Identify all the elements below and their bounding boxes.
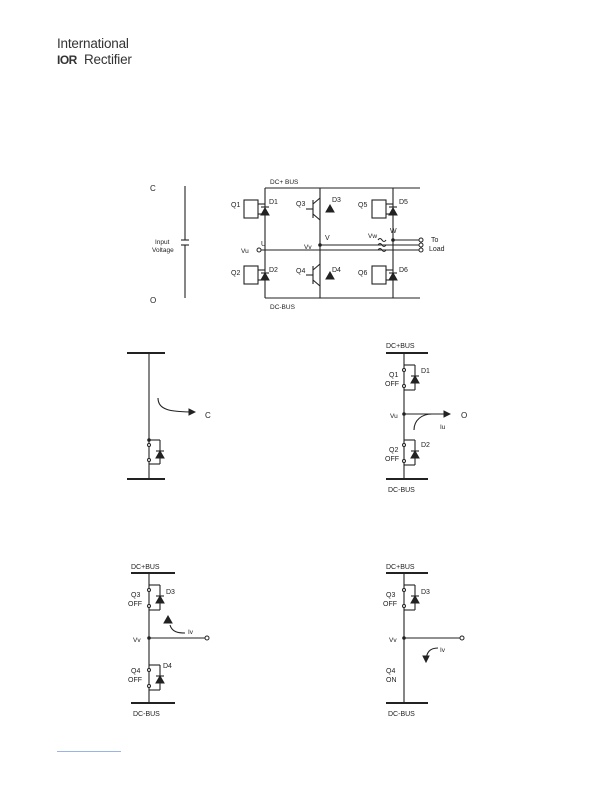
panel-d-q4: Q4: [386, 668, 395, 675]
panel-d-vv: Vv: [389, 637, 397, 644]
d2-label: D2: [269, 267, 278, 274]
panel-b-q1: Q1: [389, 372, 398, 379]
panel-b-iu: Iu: [440, 424, 446, 431]
q6-label: Q6: [358, 270, 367, 277]
switch-q5: [371, 199, 398, 219]
panel-c-iv: Iv: [188, 629, 194, 636]
pos-terminal-label: C: [150, 184, 156, 193]
v-label: V: [325, 235, 330, 242]
panel-b-dc-plus: DC+BUS: [386, 343, 415, 350]
panel-b-dc-minus: DC-BUS: [388, 487, 415, 494]
panel-a-out-label: C: [205, 411, 211, 420]
d5-label: D5: [399, 199, 408, 206]
panel-c-dc-minus: DC-BUS: [133, 711, 160, 718]
d4-label: D4: [332, 267, 341, 274]
panel-b-figure: DC+BUS DC-BUS Q1 OFF D1 Q2 OFF D2 Vu Iu …: [385, 343, 467, 494]
panel-c-q4: Q4: [131, 668, 140, 675]
input-capacitor: [181, 186, 189, 298]
u-label: U: [261, 241, 266, 248]
d3-label: D3: [332, 197, 341, 204]
w-label: W: [390, 228, 397, 235]
panel-d-figure: DC+BUS DC-BUS Q3 OFF D3 Q4 ON Vv Iv: [383, 564, 465, 718]
vv-label: Vv: [304, 244, 312, 251]
panel-c-vv: Vv: [133, 637, 141, 644]
vu-label: Vu: [241, 248, 249, 255]
load-label: Load: [429, 246, 445, 253]
panel-d-q3: Q3: [386, 592, 395, 599]
input-voltage-label-2: Voltage: [152, 247, 174, 254]
panel-d-q3-state: OFF: [383, 601, 397, 608]
panel-b-d1: D1: [421, 368, 430, 375]
panel-c-figure: DC+BUS DC-BUS Q3 OFF D3 Q4 OFF D4 Vv Iv: [128, 564, 210, 718]
dc-plus-label: DC+ BUS: [270, 179, 299, 186]
company-logo: International IOR Rectifier: [57, 36, 147, 70]
panel-c-d4: D4: [163, 663, 172, 670]
logo-line2: Rectifier: [84, 52, 132, 67]
panel-d-d3: D3: [421, 589, 430, 596]
d6-label: D6: [399, 267, 408, 274]
panel-d-q4-state: ON: [386, 677, 397, 684]
panel-b-d2: D2: [421, 442, 430, 449]
q2-label: Q2: [231, 270, 240, 277]
logo-ior-mark: IOR: [57, 53, 77, 67]
switch-q2: [243, 265, 270, 285]
footer-link-underline[interactable]: [57, 751, 121, 752]
panel-d-dc-minus: DC-BUS: [388, 711, 415, 718]
panel-c-q4-state: OFF: [128, 677, 142, 684]
switch-q3: [306, 197, 335, 221]
panel-b-out: O: [461, 411, 467, 420]
panel-a-figure: C: [127, 352, 211, 480]
panel-d-iv: Iv: [440, 647, 446, 654]
q5-label: Q5: [358, 202, 367, 209]
neg-terminal-label: O: [150, 296, 156, 305]
panel-c-dc-plus: DC+BUS: [131, 564, 160, 571]
panel-b-vu: Vu: [390, 413, 398, 420]
switch-q4: [306, 263, 335, 287]
to-label: To: [431, 237, 439, 244]
panel-c-q3: Q3: [131, 592, 140, 599]
vw-label: Vw: [368, 233, 377, 240]
panel-c-q3-state: OFF: [128, 601, 142, 608]
panel-c-d3: D3: [166, 589, 175, 596]
input-voltage-label-1: Input: [155, 239, 170, 246]
panel-d-dc-plus: DC+BUS: [386, 564, 415, 571]
panel-b-q2: Q2: [389, 447, 398, 454]
q3-label: Q3: [296, 201, 305, 208]
dc-minus-label: DC-BUS: [270, 304, 296, 311]
inverter-figure: C O Input Voltage DC+ BUS DC-BUS: [150, 179, 445, 311]
panel-b-q1-state: OFF: [385, 381, 399, 388]
d1-label: D1: [269, 199, 278, 206]
panel-b-q2-state: OFF: [385, 456, 399, 463]
q4-label: Q4: [296, 268, 305, 275]
switch-q1: [243, 199, 270, 219]
switch-q6: [371, 265, 398, 285]
q1-label: Q1: [231, 202, 240, 209]
logo-line1: International: [57, 36, 129, 51]
